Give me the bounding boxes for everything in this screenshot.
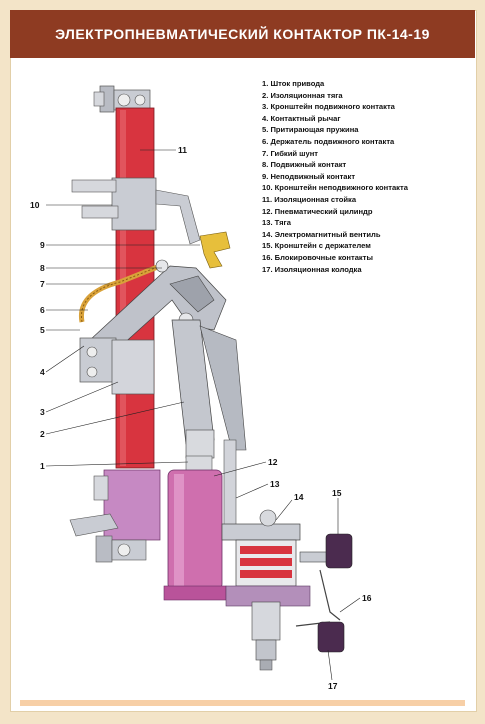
callout-17: 17	[328, 681, 338, 691]
legend-item: 16. Блокировочные контакты	[262, 252, 373, 262]
moving-contact-bracket	[79, 337, 155, 395]
callout-2: 2	[40, 429, 45, 439]
legend-item: 13. Тяга	[262, 218, 291, 228]
legend-item: 3. Кронштейн подвижного контакта	[262, 102, 395, 112]
callout-16: 16	[362, 593, 372, 603]
callout-4: 4	[40, 367, 45, 377]
legend-item: 10. Кронштейн неподвижного контакта	[262, 183, 408, 193]
legend-item: 9. Неподвижный контакт	[262, 171, 356, 181]
callout-6: 6	[40, 305, 45, 315]
callout-14: 14	[294, 492, 304, 502]
poster-title: ЭЛЕКТРОПНЕВМАТИЧЕСКИЙ КОНТАКТОР ПК-14-19	[55, 26, 430, 42]
insulating-rod	[171, 319, 247, 459]
callout-5: 5	[40, 325, 45, 335]
fixed-contact-bracket	[71, 177, 201, 245]
magnet-valve	[221, 509, 311, 671]
title-bar: ЭЛЕКТРОПНЕВМАТИЧЕСКИЙ КОНТАКТОР ПК-14-19	[10, 10, 475, 58]
legend-item: 2. Изоляционная тяга	[262, 90, 343, 100]
legend-item: 4. Контактный рычаг	[262, 113, 341, 123]
callout-9: 9	[40, 240, 45, 250]
fixed-contact	[199, 231, 231, 269]
callout-10: 10	[30, 200, 40, 210]
callout-1: 1	[40, 461, 45, 471]
interlock-contacts	[295, 533, 353, 653]
callout-8: 8	[40, 263, 45, 273]
legend-item: 17. Изоляционная колодка	[262, 264, 362, 274]
legend-item: 8. Подвижный контакт	[262, 160, 347, 170]
callout-11: 11	[178, 145, 187, 155]
callout-3: 3	[40, 407, 45, 417]
top-mount	[93, 85, 151, 113]
legend-item: 6. Держатель подвижного контакта	[262, 136, 395, 146]
pull-rod	[223, 439, 237, 531]
callout-7: 7	[40, 279, 45, 289]
legend-item: 7. Гибкий шунт	[262, 148, 319, 158]
callout-15: 15	[332, 488, 342, 498]
callout-12: 12	[268, 457, 278, 467]
contact-lever	[78, 259, 227, 357]
bottom-mount	[69, 469, 161, 563]
legend-item: 11. Изоляционная стойка	[262, 194, 357, 204]
legend-item: 1. Шток привода	[262, 79, 325, 88]
pneumatic-cylinder	[163, 455, 227, 601]
legend-item: 5. Притирающая пружина	[262, 125, 359, 135]
legend-item: 15. Кронштейн с держателем	[262, 241, 371, 251]
callout-13: 13	[270, 479, 280, 489]
legend-item: 12. Пневматический цилиндр	[262, 206, 373, 216]
legend-item: 14. Электромагнитный вентиль	[262, 229, 381, 239]
callout-leaders	[45, 149, 361, 681]
footer-strip	[20, 700, 465, 706]
parts-legend: 1. Шток привода 2. Изоляционная тяга 3. …	[262, 78, 408, 275]
